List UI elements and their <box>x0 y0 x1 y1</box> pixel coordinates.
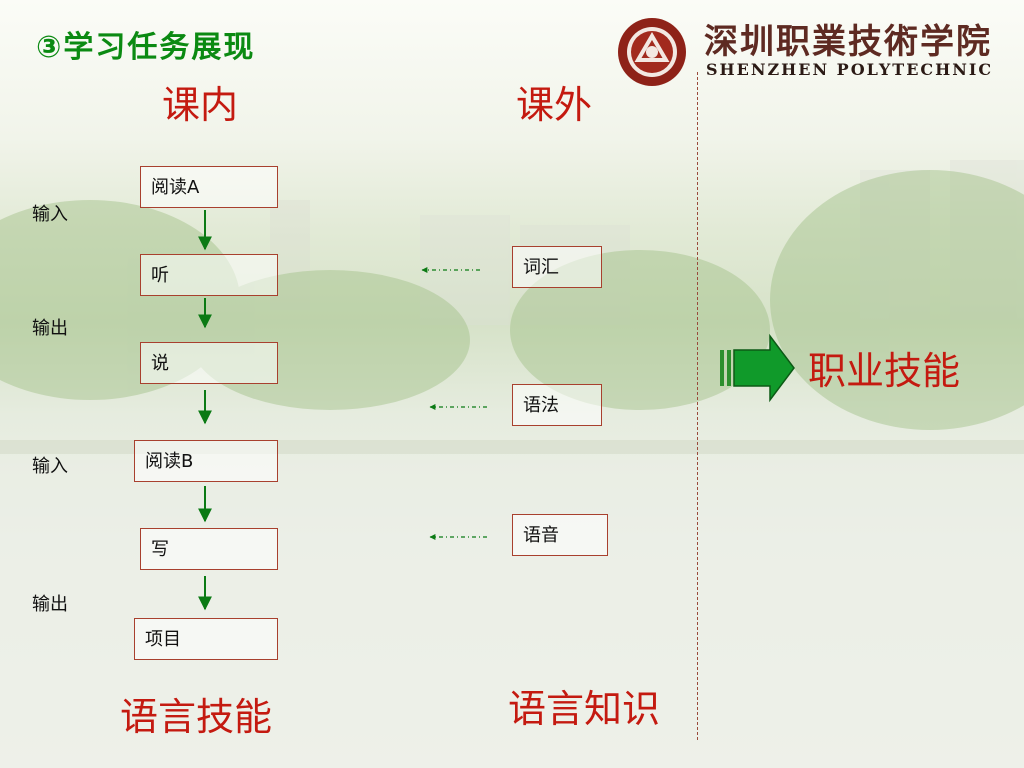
knowledge-box-grammar: 语法 <box>512 384 602 426</box>
institution-name-cn: 深圳职業技術学院 <box>704 22 992 62</box>
side-label-output-1: 输出 <box>32 318 68 339</box>
step-box-project: 项目 <box>134 618 278 660</box>
knowledge-box-pronunciation: 语音 <box>512 514 608 556</box>
heading-language-skills: 语言技能 <box>120 695 273 739</box>
side-label-output-2: 输出 <box>32 594 68 615</box>
step-box-speaking: 说 <box>140 342 278 384</box>
knowledge-box-vocabulary: 词汇 <box>512 246 602 288</box>
step-box-writing: 写 <box>140 528 278 570</box>
heading-language-knowledge: 语言知识 <box>508 687 661 731</box>
big-right-arrow <box>720 333 795 403</box>
heading-out-class: 课外 <box>516 83 593 127</box>
page-title: ③学习任务展现 <box>36 30 256 65</box>
dashed-divider <box>697 72 698 740</box>
side-label-input-1: 输入 <box>32 204 68 225</box>
heading-career-skills: 职业技能 <box>808 349 961 393</box>
step-box-reading-b: 阅读B <box>134 440 278 482</box>
school-seal-logo <box>618 18 686 86</box>
heading-in-class: 课内 <box>162 83 239 127</box>
side-label-input-2: 输入 <box>32 456 68 477</box>
step-box-reading-a: 阅读A <box>140 166 278 208</box>
step-box-listening: 听 <box>140 254 278 296</box>
institution-name-en: SHENZHEN POLYTECHNIC <box>706 60 994 79</box>
